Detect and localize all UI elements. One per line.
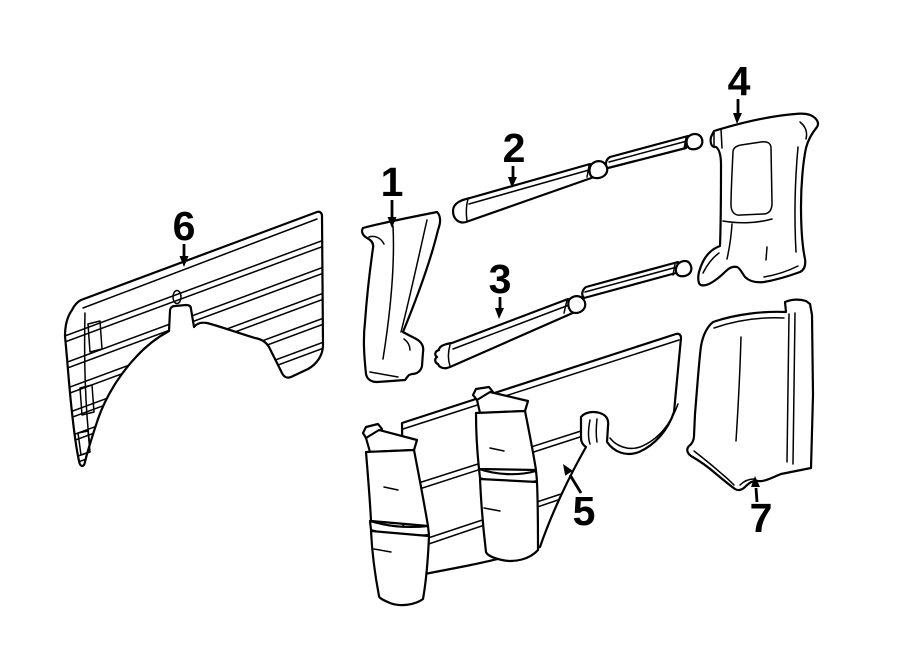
part-6-hole: [172, 289, 182, 305]
part-6-outline: [63, 210, 325, 468]
callout-3[interactable]: 3: [489, 256, 512, 319]
callout-label-7: 7: [750, 495, 773, 541]
part-lower-panel-5[interactable]: [361, 332, 683, 607]
callout-4[interactable]: 4: [728, 58, 751, 124]
part-4-outline: [697, 112, 820, 287]
callout-label-5: 5: [573, 488, 596, 534]
part-5-panel-outline: [400, 332, 683, 580]
callout-arrow-7: [754, 487, 759, 503]
callout-5[interactable]: 5: [563, 464, 595, 534]
part-molding-3[interactable]: [434, 259, 693, 370]
part-6-details: [77, 289, 182, 456]
callout-7[interactable]: 7: [750, 476, 773, 541]
part-5-pillar-center: [471, 385, 540, 563]
part-side-panel-6[interactable]: [62, 210, 332, 468]
part-4-details: [702, 121, 808, 278]
part-pillar-trim-4[interactable]: [697, 112, 820, 287]
callout-label-6: 6: [173, 203, 196, 249]
part-molding-2[interactable]: [451, 132, 704, 224]
part-5-pillar-left: [361, 422, 431, 607]
callout-label-1: 1: [381, 159, 404, 205]
part-quarter-trim-7[interactable]: [686, 298, 815, 492]
callout-6[interactable]: 6: [173, 203, 196, 267]
part-3-details: [447, 295, 587, 367]
callout-2[interactable]: 2: [503, 125, 526, 188]
callout-label-4: 4: [728, 58, 751, 104]
callout-label-2: 2: [503, 125, 526, 171]
callout-arrow-5: [568, 474, 583, 494]
part-3-details-right: [584, 259, 693, 293]
part-7-details: [693, 301, 796, 486]
part-3-rod-left: [434, 297, 577, 370]
part-2-rod-left: [451, 162, 599, 224]
part-1-details: [368, 219, 428, 378]
part-7-outline: [686, 298, 815, 492]
part-1-outline: [360, 210, 442, 384]
part-pillar-trim-1[interactable]: [360, 210, 442, 384]
part-2-details-right: [608, 132, 704, 163]
callout-label-3: 3: [489, 256, 512, 302]
callout-1[interactable]: 1: [381, 159, 404, 228]
part-2-details: [465, 160, 609, 222]
